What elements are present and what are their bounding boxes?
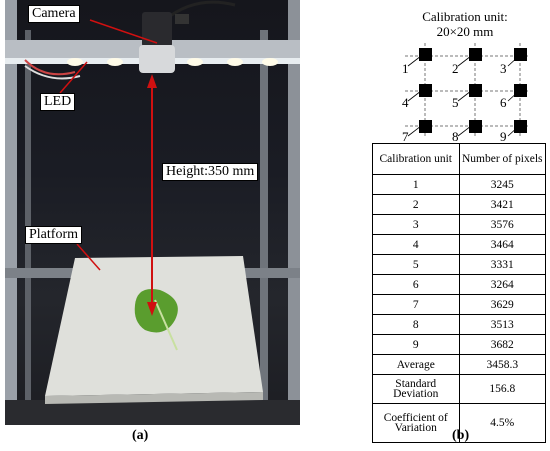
unit-number-1: 1 <box>402 61 409 76</box>
std-dev-value: 156.8 <box>458 374 546 404</box>
unit-cell: 8 <box>372 314 460 335</box>
unit-cell: 6 <box>372 274 460 295</box>
unit-number-3: 3 <box>500 61 507 76</box>
setup-illustration <box>5 0 300 425</box>
pixels-cell: 3464 <box>458 234 546 255</box>
calibration-squares <box>419 48 527 133</box>
setup-photo: Camera LED Height:350 mm Platform <box>5 0 300 425</box>
header-number-of-pixels: Number of pixels <box>458 143 546 175</box>
calibration-title: Calibration unit: <box>422 9 508 24</box>
unit-cell: 5 <box>372 254 460 275</box>
height-arrow <box>147 74 157 316</box>
unit-number-4: 4 <box>402 95 409 110</box>
pixels-cell: 3513 <box>458 314 546 335</box>
unit-number-8: 8 <box>452 129 459 144</box>
unit-cell: 2 <box>372 194 460 215</box>
calibration-grid <box>405 43 530 138</box>
pixels-cell: 3576 <box>458 214 546 235</box>
unit-cell: 9 <box>372 334 460 355</box>
height-label: Height:350 mm <box>162 163 259 181</box>
average-label: Average <box>372 354 460 375</box>
unit-number-7: 7 <box>402 129 409 144</box>
table-header-row: Calibration unit Number of pixels <box>372 143 546 175</box>
unit-number-9: 9 <box>500 129 507 144</box>
pixels-cell: 3331 <box>458 254 546 275</box>
unit-cell: 3 <box>372 214 460 235</box>
led-label: LED <box>40 93 76 111</box>
unit-cell: 4 <box>372 234 460 255</box>
calibration-size: 20×20 mm <box>436 24 494 39</box>
caption-b: (b) <box>452 428 470 443</box>
cv-value: 4.5% <box>458 403 546 443</box>
average-value: 3458.3 <box>458 354 546 375</box>
std-dev-label: Standard Deviation <box>372 374 460 404</box>
unit-cell: 7 <box>372 294 460 315</box>
cv-label: Coefficient of Variation <box>372 403 460 443</box>
caption-a: (a) <box>132 428 149 443</box>
pixels-cell: 3629 <box>458 294 546 315</box>
leaf-sample <box>134 289 178 351</box>
pixels-cell: 3245 <box>458 174 546 195</box>
unit-cell: 1 <box>372 174 460 195</box>
camera-device <box>139 12 189 73</box>
pixels-cell: 3421 <box>458 194 546 215</box>
unit-number-6: 6 <box>500 95 507 110</box>
camera-label: Camera <box>28 5 80 23</box>
unit-number-5: 5 <box>452 95 459 110</box>
pixels-cell: 3682 <box>458 334 546 355</box>
unit-number-2: 2 <box>452 61 459 76</box>
pixels-cell: 3264 <box>458 274 546 295</box>
platform-label: Platform <box>25 226 82 244</box>
header-calibration-unit: Calibration unit <box>372 143 460 175</box>
